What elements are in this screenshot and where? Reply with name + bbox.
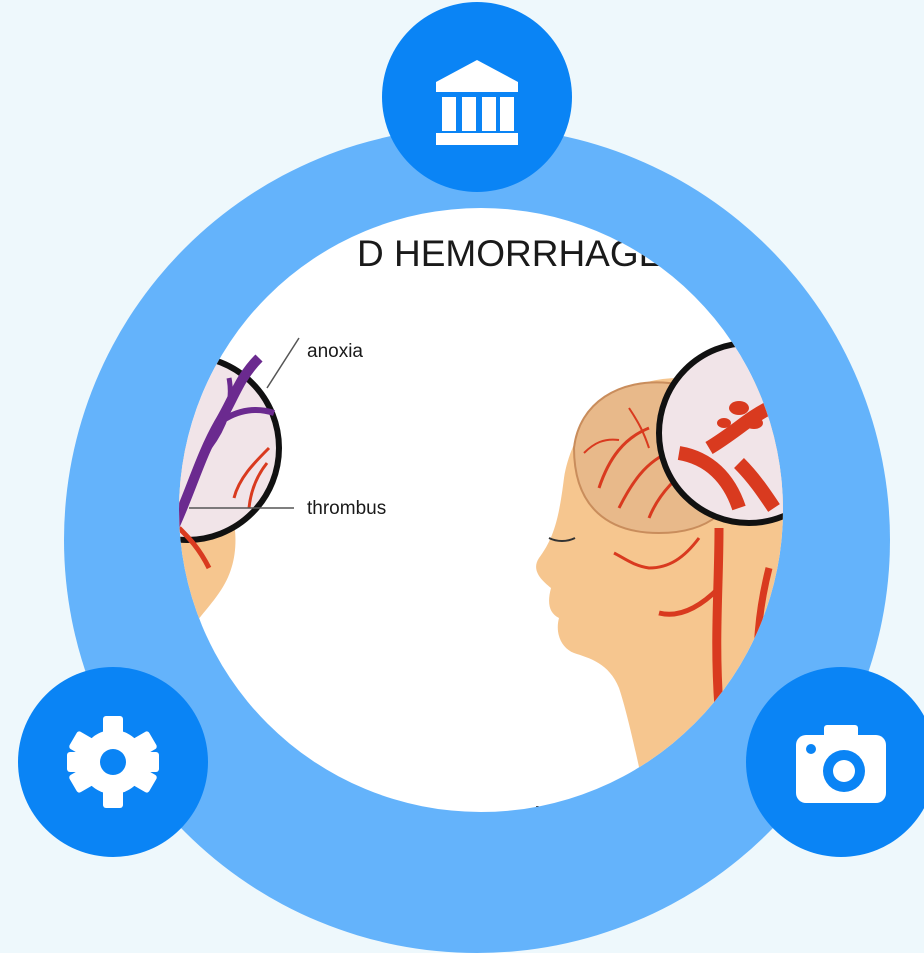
medical-illustration [179,208,783,812]
settings-button[interactable] [18,667,208,857]
center-image: D HEMORRHAGE anoxia thrombus HEMORRHAGE [179,208,783,812]
camera-icon [746,667,924,857]
label-anoxia: anoxia [307,341,363,363]
bank-button[interactable] [382,2,572,192]
gear-icon [18,667,208,857]
diagram-title: D HEMORRHAGE [357,233,663,275]
bottom-caption: HEMORRHAGE [534,800,723,812]
label-thrombus: thrombus [307,498,386,520]
camera-button[interactable] [746,667,924,857]
bank-icon [382,2,572,192]
